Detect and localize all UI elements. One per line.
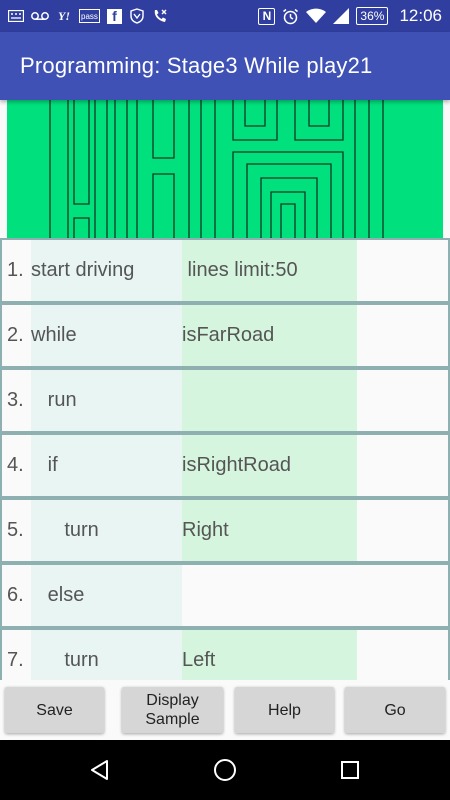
battery-icon: 36% [356,7,389,25]
program-row[interactable]: 7. turn Left [0,628,450,680]
line-number: 6. [7,584,24,606]
line-number: 2. [7,324,24,346]
home-icon[interactable] [210,755,240,785]
pass-icon: pass [79,9,100,23]
command-cell[interactable] [31,370,182,431]
status-clock: 12:06 [399,6,442,25]
voicemail-icon [31,7,49,25]
argument-text: lines limit:50 [182,259,298,281]
command-cell[interactable] [31,500,182,561]
command-cell[interactable] [31,565,182,626]
wifi-icon [306,7,327,25]
argument-cell[interactable] [182,305,357,366]
program-row[interactable]: 1. start driving lines limit:50 [0,238,450,303]
yahoo-icon: Y! [58,8,70,23]
help-button[interactable]: Help [235,687,334,733]
program-row[interactable]: 3. run [0,368,450,433]
alarm-icon [282,7,299,25]
command-text: turn [31,649,99,671]
navigation-bar [0,740,450,800]
back-icon[interactable] [85,755,115,785]
argument-text: isFarRoad [182,324,275,346]
maze-view [7,100,443,238]
save-button[interactable]: Save [5,687,104,733]
facebook-icon: f [106,8,122,24]
display-sample-label-line1: Display [146,692,199,709]
shield-icon [129,7,145,25]
command-text: else [31,584,85,606]
maze-drawing [49,100,384,238]
program-row[interactable]: 2. while isFarRoad [0,303,450,368]
page-title: Programming: Stage3 While play21 [20,53,373,78]
command-cell[interactable] [31,240,182,301]
program-list: 1. start driving lines limit:50 2. while… [0,238,450,680]
mail-icon [8,7,24,25]
argument-text: Right [182,519,229,541]
signal-icon [333,7,350,25]
argument-text: isRightRoad [182,454,291,476]
missed-call-icon [152,7,168,25]
line-number: 3. [7,389,24,411]
command-text: while [31,324,77,346]
command-cell[interactable] [31,435,182,496]
program-row[interactable]: 6. else [0,563,450,628]
line-number: 4. [7,454,24,476]
argument-cell[interactable] [182,630,357,680]
go-button[interactable]: Go [345,687,445,733]
line-number: 7. [7,649,24,671]
argument-cell[interactable] [182,500,357,561]
argument-text: Left [182,649,216,671]
app-bar: Programming: Stage3 While play21 [0,32,450,100]
nfc-icon: N [258,7,276,25]
status-bar: Y! pass f N 36% 12:06 [0,0,450,32]
command-text: start driving [31,259,135,281]
recents-icon[interactable] [335,755,365,785]
program-row[interactable]: 4. if isRightRoad [0,433,450,498]
display-sample-button[interactable]: Display Sample [122,687,223,733]
command-cell[interactable] [31,630,182,680]
action-bar: Save Display Sample Help Go [0,680,450,740]
argument-cell[interactable] [182,370,357,431]
command-cell[interactable] [31,305,182,366]
argument-cell[interactable] [182,240,357,301]
program-row[interactable]: 5. turn Right [0,498,450,563]
command-text: run [31,389,77,411]
display-sample-label-line2: Sample [145,711,200,728]
line-number: 5. [7,519,24,541]
command-text: if [31,454,58,476]
line-number: 1. [7,259,24,281]
command-text: turn [31,519,99,541]
argument-cell[interactable] [182,435,357,496]
